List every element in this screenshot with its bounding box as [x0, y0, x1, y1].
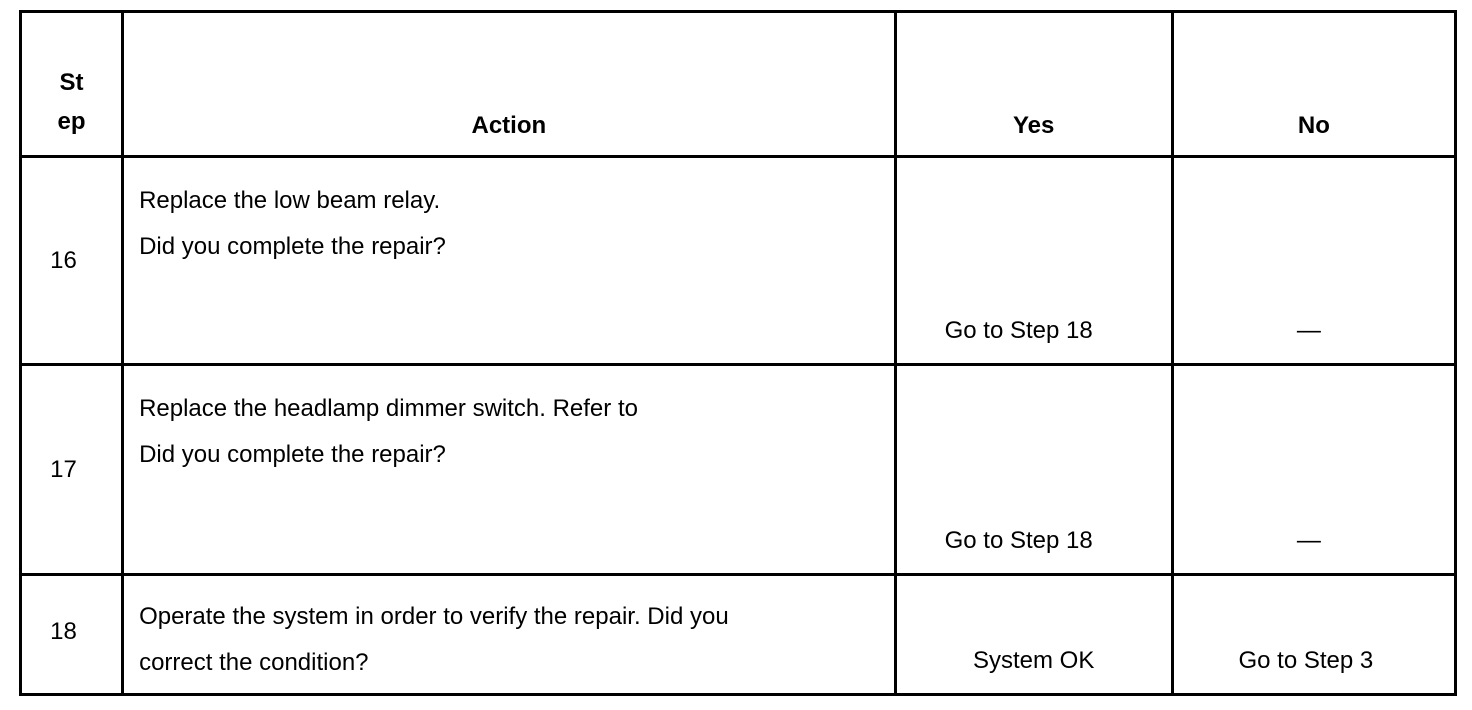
- step-number-cell: 17: [18, 363, 125, 576]
- step-number-cell: 16: [18, 155, 125, 366]
- action-line: Did you complete the repair?: [139, 441, 446, 468]
- action-line: Replace the headlamp dimmer switch. Refe…: [139, 395, 638, 422]
- yes-cell: System OK: [893, 573, 1174, 696]
- yes-cell: Go to Step 18: [893, 155, 1174, 366]
- no-cell: —: [1170, 363, 1458, 576]
- diagnostic-step-table: St ep Action Yes No 16 Replace the low b…: [18, 10, 1458, 696]
- table-row: 18 Operate the system in order to verify…: [18, 573, 1458, 696]
- table-row: 17 Replace the headlamp dimmer switch. R…: [18, 363, 1458, 576]
- action-cell: Replace the low beam relay. Did you comp…: [121, 155, 897, 366]
- header-no: No: [1170, 10, 1458, 158]
- step-number-cell: 18: [18, 573, 125, 696]
- no-cell: —: [1170, 155, 1458, 366]
- table-row: 16 Replace the low beam relay. Did you c…: [18, 155, 1458, 366]
- action-line: Operate the system in order to verify th…: [139, 603, 729, 630]
- diagnostic-table-container: St ep Action Yes No 16 Replace the low b…: [18, 10, 1458, 696]
- action-line: correct the condition?: [139, 649, 369, 676]
- action-cell: Replace the headlamp dimmer switch. Refe…: [121, 363, 897, 576]
- no-cell: Go to Step 3: [1170, 573, 1458, 696]
- yes-cell: Go to Step 18: [893, 363, 1174, 576]
- header-action: Action: [121, 10, 897, 158]
- header-step-line2: ep: [57, 107, 86, 135]
- header-step-line1: St: [59, 69, 84, 97]
- action-line: Replace the low beam relay.: [139, 187, 441, 214]
- action-line: Did you complete the repair?: [139, 233, 446, 260]
- table-header-row: St ep Action Yes No: [18, 10, 1458, 158]
- header-step: St ep: [18, 10, 125, 158]
- header-yes: Yes: [893, 10, 1174, 158]
- action-cell: Operate the system in order to verify th…: [121, 573, 897, 696]
